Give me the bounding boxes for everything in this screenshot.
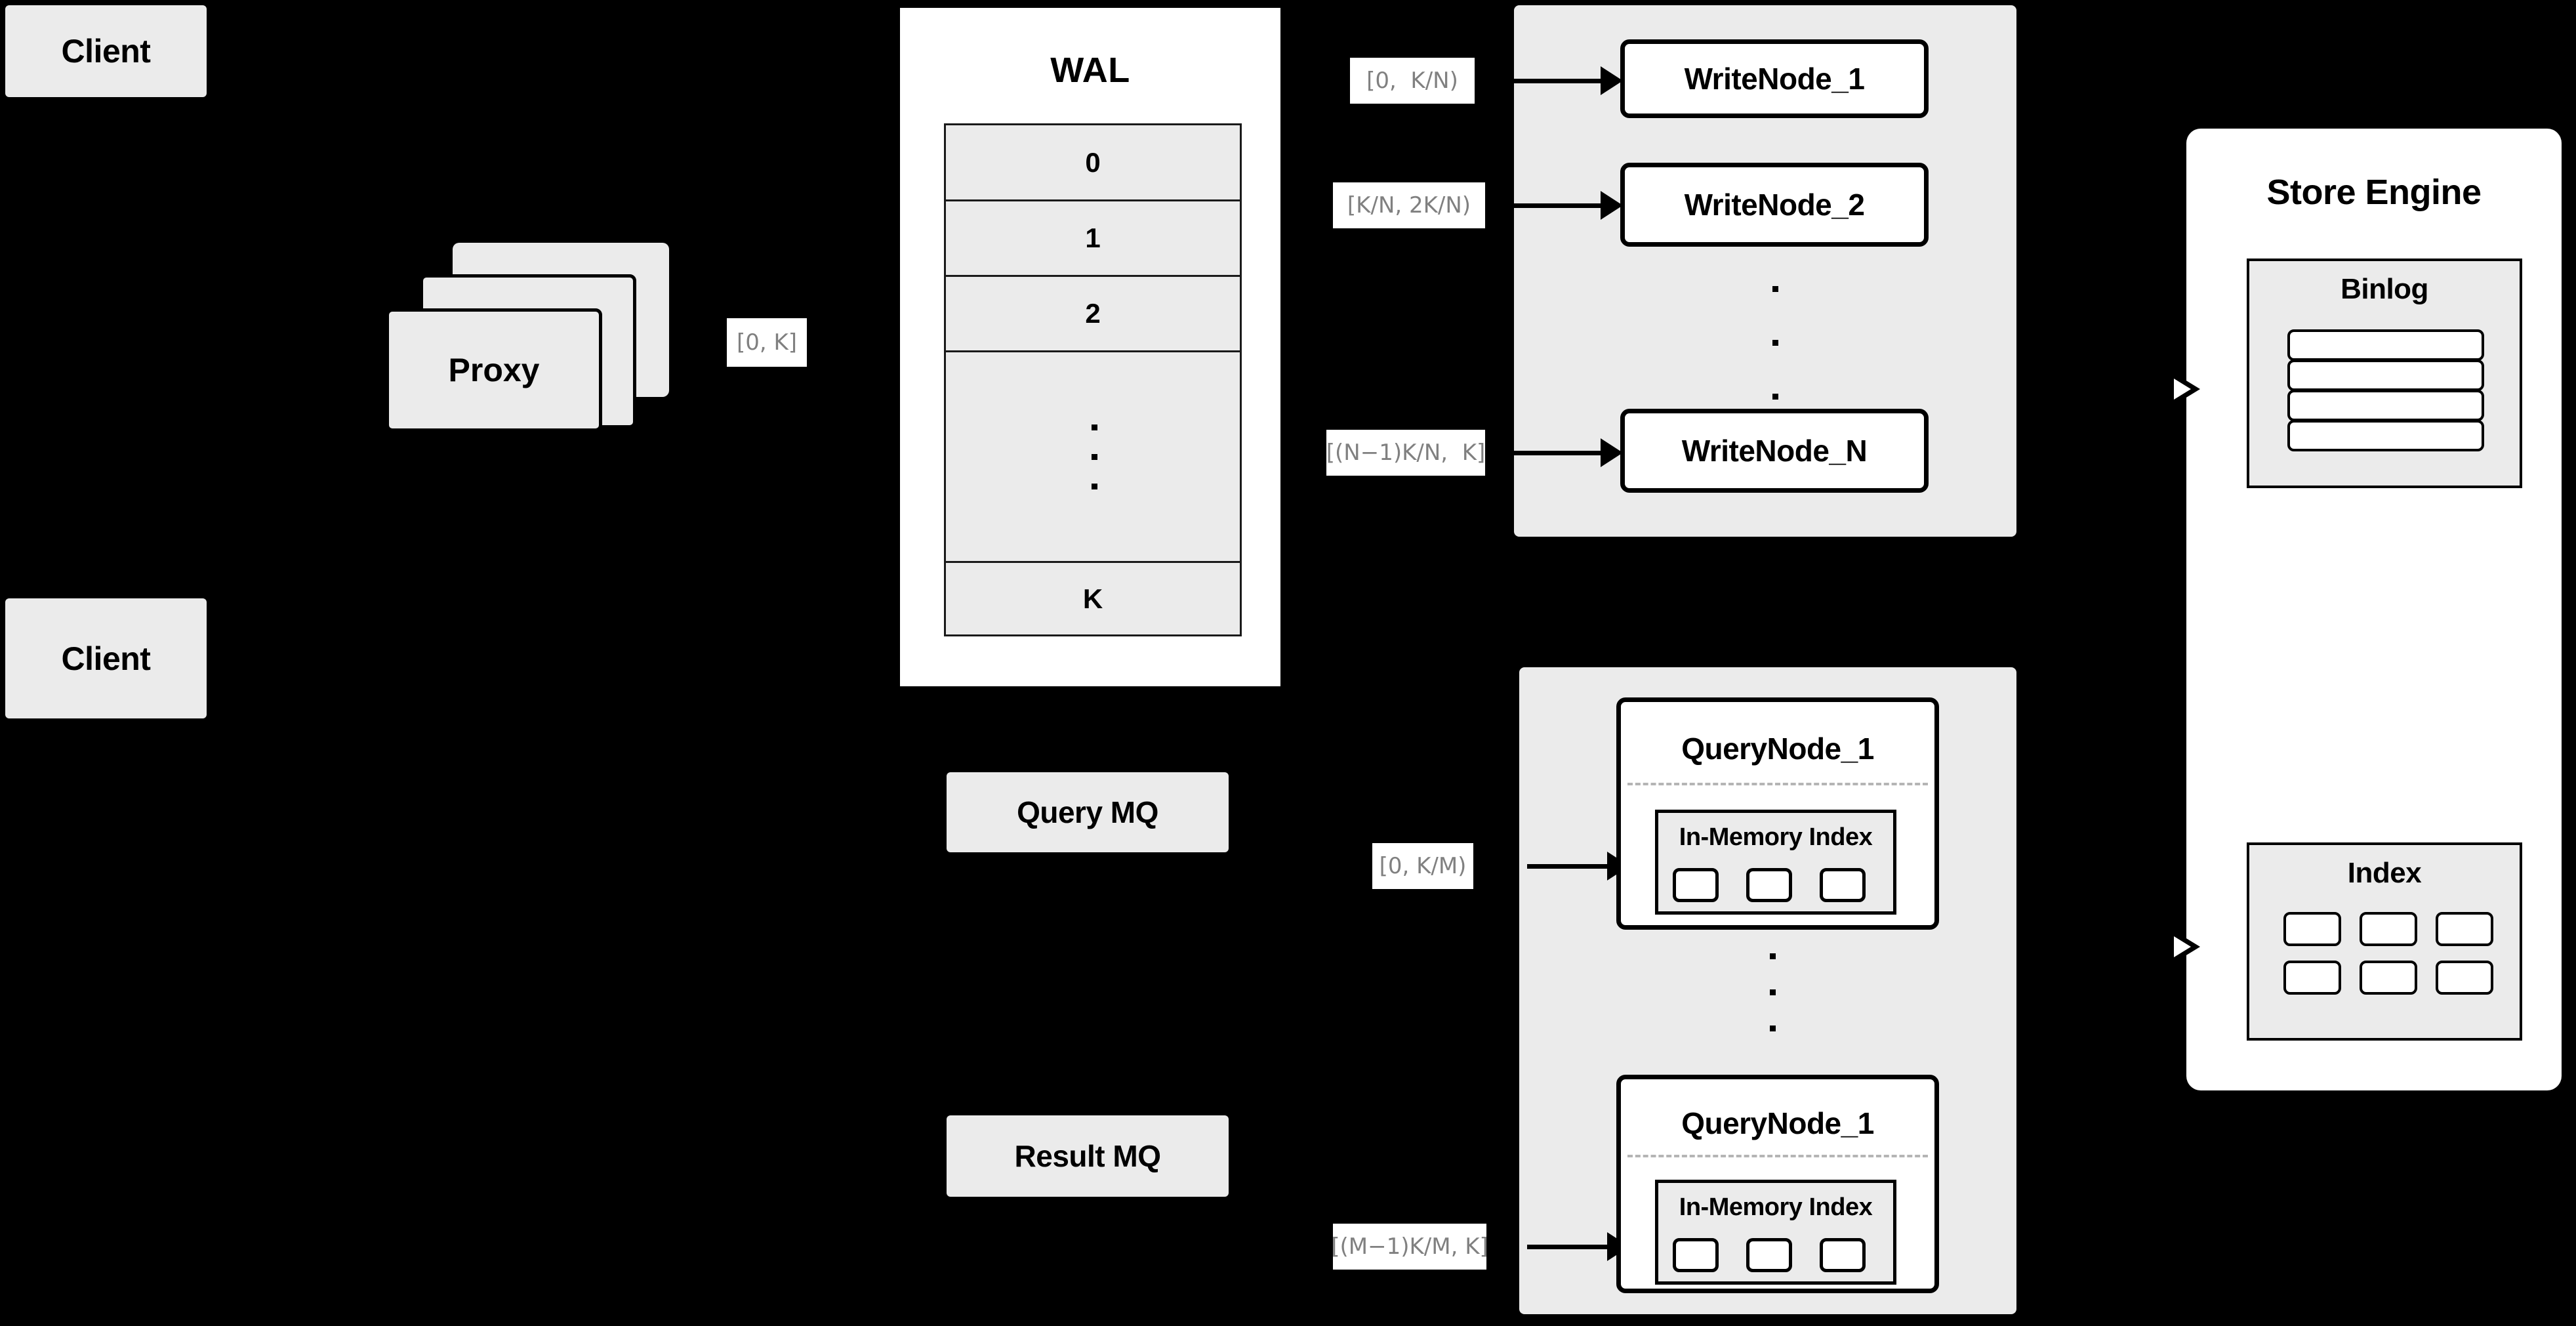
wal-container: WAL 0 1 2 K [897,5,1283,689]
arrow-head-write-node-n [1601,438,1623,467]
in-memory-index-m: In-Memory Index [1655,1180,1896,1285]
ellipsis-dot [1772,340,1778,346]
proxy-card-front[interactable]: Proxy [386,308,602,432]
binlog-row[interactable] [2287,360,2484,391]
client-label-1: Client [61,33,151,70]
index-cell[interactable] [2436,961,2493,995]
index-cell[interactable] [2283,912,2341,946]
arrow-line-write-node-1 [1514,79,1606,83]
write-node-2[interactable]: WriteNode_2 [1620,163,1929,247]
client-box-1[interactable]: Client [5,5,207,97]
arrow-line-to-index [2145,945,2183,949]
binlog-row[interactable] [2287,329,2484,361]
ellipsis-dot [1092,484,1097,489]
query-node-1-title: QueryNode_1 [1681,732,1874,766]
index-cell[interactable] [2283,961,2341,995]
wal-row-list: 0 1 2 K [944,123,1242,636]
store-engine-container: Store Engine Binlog Index [2186,129,2562,1090]
index-cell[interactable] [1820,1238,1866,1272]
wal-row[interactable]: K [946,563,1240,634]
index-cell[interactable] [2360,912,2417,946]
range-label-write-node-n: [(N−1)K/N, K] [1326,430,1485,476]
store-engine-title: Store Engine [2266,173,2482,212]
in-memory-index-1-title: In-Memory Index [1679,823,1873,851]
range-label-write-node-1: [0, K/N) [1350,58,1475,104]
wal-row[interactable]: 1 [946,201,1240,277]
ellipsis-dot [1772,286,1778,292]
query-node-m[interactable]: QueryNode_1 In-Memory Index [1616,1075,1939,1293]
ellipsis-dot [1770,953,1776,959]
index-cell[interactable] [1746,868,1792,902]
query-node-1[interactable]: QueryNode_1 In-Memory Index [1616,697,1939,930]
wal-row[interactable]: 2 [946,277,1240,352]
index-panel: Index [2247,842,2522,1041]
index-cell[interactable] [1673,1238,1719,1272]
result-mq-box[interactable]: Result MQ [947,1115,1229,1197]
arrow-line-write-node-2 [1514,203,1606,208]
wal-title: WAL [1050,51,1130,90]
index-cell[interactable] [2436,912,2493,946]
index-cell[interactable] [1820,868,1866,902]
arrow-head-to-index [2174,932,2200,961]
client-box-2[interactable]: Client [5,598,207,718]
arrow-head-write-node-1 [1601,66,1623,95]
range-label-query-node-m: [(M−1)K/M, K] [1331,1224,1488,1270]
in-memory-index-1: In-Memory Index [1655,810,1896,915]
binlog-panel: Binlog [2247,259,2522,488]
proxy-label: Proxy [448,352,540,388]
ellipsis-dot [1770,989,1776,995]
result-mq-label: Result MQ [1014,1139,1161,1173]
query-mq-label: Query MQ [1017,795,1158,829]
ellipsis-dot [1092,425,1097,430]
write-node-1[interactable]: WriteNode_1 [1620,39,1929,118]
query-node-m-title: QueryNode_1 [1681,1106,1874,1140]
index-cell[interactable] [1746,1238,1792,1272]
ellipsis-dot [1772,394,1778,400]
index-cell[interactable] [1673,868,1719,902]
query-node-1-separator [1627,783,1928,785]
index-cell[interactable] [2360,961,2417,995]
range-label-write-node-2: [K/N, 2K/N) [1333,182,1485,228]
arrow-line-write-node-n [1514,451,1606,455]
range-label-proxy-to-wal: [0, K] [727,318,807,367]
query-mq-box[interactable]: Query MQ [947,772,1229,852]
arrow-line-query-node-1 [1527,864,1614,869]
write-node-n[interactable]: WriteNode_N [1620,409,1929,493]
index-title: Index [2347,857,2422,889]
range-label-query-node-1: [0, K/M) [1372,843,1473,889]
arrow-line-to-binlog [2145,387,2183,392]
wal-row[interactable]: 0 [946,125,1240,201]
query-node-m-separator [1627,1155,1928,1157]
arrow-line-query-node-m [1527,1245,1614,1249]
binlog-title: Binlog [2341,273,2428,305]
in-memory-index-m-title: In-Memory Index [1679,1193,1873,1221]
client-label-2: Client [61,640,151,677]
arrow-head-to-binlog [2174,375,2200,404]
ellipsis-dot [1092,454,1097,460]
binlog-row[interactable] [2287,420,2484,451]
ellipsis-dot [1770,1026,1776,1031]
arrow-head-write-node-2 [1601,191,1623,220]
wal-row-ellipsis [946,352,1240,563]
binlog-row[interactable] [2287,390,2484,421]
